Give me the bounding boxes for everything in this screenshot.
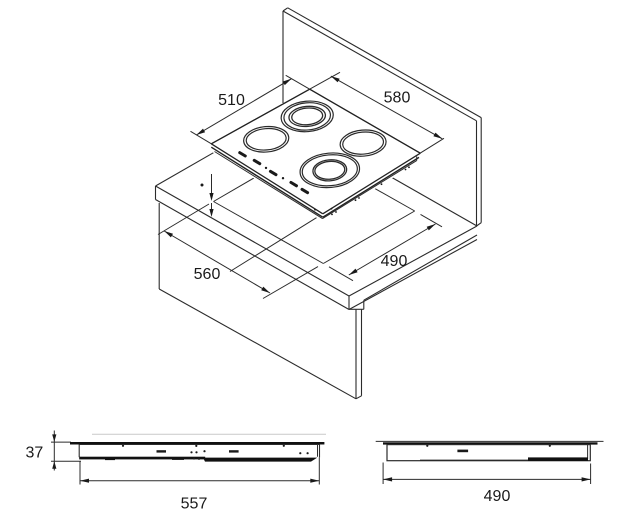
svg-text:37: 37	[26, 444, 44, 461]
svg-text:580: 580	[384, 89, 411, 106]
svg-text:510: 510	[218, 92, 245, 109]
svg-text:560: 560	[194, 266, 221, 283]
svg-text:490: 490	[381, 253, 408, 270]
svg-text:490: 490	[484, 488, 511, 505]
svg-text:557: 557	[181, 496, 208, 513]
